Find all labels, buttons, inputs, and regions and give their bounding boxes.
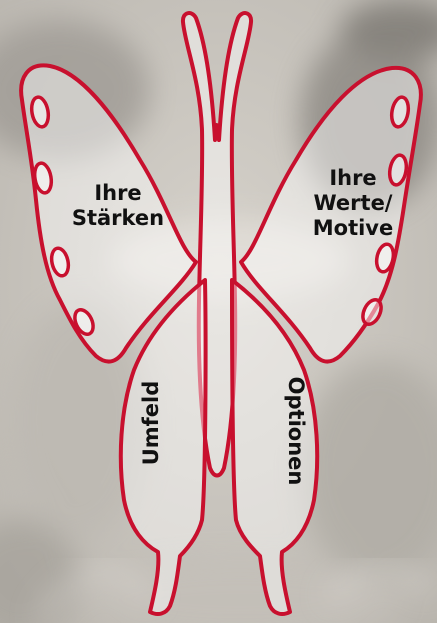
label-umfeld: Umfeld [139, 368, 165, 478]
label-ihre-werte-motive: Ihre Werte/ Motive [298, 166, 408, 241]
label-line: Ihre [298, 166, 408, 191]
label-line: Motive [298, 216, 408, 241]
label-line: Stärken [58, 206, 178, 231]
label-line: Ihre [58, 181, 178, 206]
label-optionen: Optionen [282, 361, 308, 501]
label-line: Werte/ [298, 191, 408, 216]
label-ihre-staerken: Ihre Stärken [58, 181, 178, 231]
